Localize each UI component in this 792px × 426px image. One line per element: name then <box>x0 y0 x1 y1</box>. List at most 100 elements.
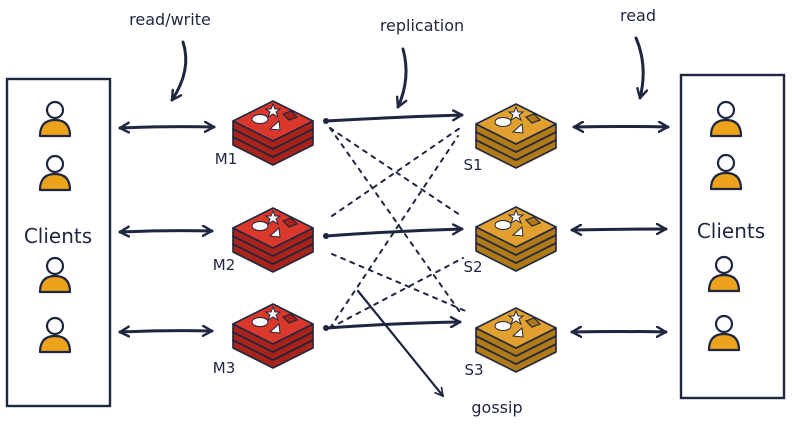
edge-leftclients-m1 <box>118 127 216 128</box>
replica-label-s1: S1 <box>463 156 482 174</box>
person-body-icon <box>707 332 741 352</box>
master-label-m2: M2 <box>213 256 236 274</box>
person-body-icon <box>38 334 72 354</box>
redis-top-face <box>475 307 557 349</box>
redis-star-shape <box>507 105 525 122</box>
edge-s2-rightclients <box>570 229 668 230</box>
redis-ellipse-shape <box>494 117 512 127</box>
replica-label-s3: S3 <box>464 361 483 379</box>
redis-top-face <box>475 206 557 248</box>
person-head-icon <box>45 316 65 336</box>
edge-m2-s3 <box>331 253 469 313</box>
redis-triangle-shape <box>511 326 524 338</box>
redis-ellipse-shape <box>251 114 269 124</box>
left-clients-box <box>5 77 112 408</box>
person-head-icon <box>716 153 736 173</box>
edge-m2-origin-dot <box>323 233 329 239</box>
person-head-icon <box>714 314 734 334</box>
person-body-icon <box>38 274 72 294</box>
redis-triangle-shape <box>268 226 281 238</box>
read-write-label: read/write <box>129 10 211 29</box>
edge-m1-s2 <box>329 127 461 216</box>
left-clients-group: Clients <box>5 77 112 408</box>
edge-m3-s1 <box>329 135 459 329</box>
edge-m2-s1 <box>331 127 461 217</box>
person-head-icon <box>45 154 65 174</box>
edge-m3-s3 <box>324 322 462 330</box>
person-body-icon <box>709 118 743 138</box>
edge-m3-s2 <box>329 257 464 329</box>
edge-m1-origin-dot <box>323 118 329 124</box>
left-client-person-2 <box>38 154 72 192</box>
left-client-person-4 <box>38 316 72 354</box>
client-edges <box>118 127 670 333</box>
edge-leftclients-m2 <box>118 231 214 232</box>
person-body-icon <box>709 171 743 191</box>
redis-top-face <box>232 207 314 249</box>
person-head-icon <box>45 100 65 120</box>
replica-node-s2 <box>475 206 557 272</box>
redis-triangle-shape <box>511 225 524 237</box>
redis-diamond-shape <box>281 313 299 324</box>
master-node-m3 <box>232 303 314 369</box>
redis-triangle-shape <box>511 122 524 134</box>
redis-ellipse-shape <box>251 317 269 327</box>
redis-star-shape <box>507 309 525 326</box>
right-clients-box <box>679 73 786 400</box>
master-label-m1: M1 <box>215 150 238 168</box>
person-body-icon <box>707 273 741 293</box>
edge-s3-rightclients <box>570 332 668 333</box>
edge-s1-rightclients <box>572 127 670 128</box>
redis-ellipse-shape <box>251 221 269 231</box>
read-write-pointer-arrow <box>170 40 188 102</box>
master-node-m1 <box>232 100 314 166</box>
redis-ellipse-shape <box>494 220 512 230</box>
redis-top-face <box>232 303 314 345</box>
right-clients-label: Clients <box>697 219 765 243</box>
replication-label: replication <box>380 16 464 35</box>
master-label-m3: M3 <box>213 359 236 377</box>
redis-triangle-shape <box>268 322 281 334</box>
redis-diamond-shape <box>281 110 299 121</box>
annotation-arrows <box>170 36 643 109</box>
read-pointer-arrow <box>634 36 643 100</box>
redis-diamond-shape <box>524 216 542 227</box>
gossip-label: gossip <box>471 398 522 417</box>
right-client-person-2 <box>709 153 743 191</box>
replica-node-s3 <box>475 307 557 373</box>
person-head-icon <box>716 100 736 120</box>
replica-label-s2: S2 <box>463 258 482 276</box>
redis-ellipse-shape <box>494 321 512 331</box>
redis-diamond-shape <box>281 217 299 228</box>
gossip-arrow <box>356 289 445 398</box>
edge-m2-s2 <box>324 229 464 238</box>
person-body-icon <box>38 172 72 192</box>
edge-leftclients-m3 <box>118 331 214 332</box>
master-node-m2 <box>232 207 314 273</box>
redis-diamond-shape <box>524 317 542 328</box>
left-client-person-1 <box>38 100 72 138</box>
left-clients-label: Clients <box>24 224 92 248</box>
right-clients-group: Clients <box>679 73 786 400</box>
redis-diamond-shape <box>524 113 542 124</box>
replication-pointer-arrow <box>398 47 408 109</box>
read-label: read <box>620 6 656 25</box>
redis-star-shape <box>264 305 282 322</box>
right-client-person-4 <box>707 314 741 352</box>
gossip-dashed-edges <box>329 127 469 329</box>
replica-node-s1 <box>475 103 557 169</box>
replication-edges <box>323 115 464 331</box>
redis-top-face <box>232 100 314 142</box>
right-client-person-1 <box>709 100 743 138</box>
edge-m3-origin-dot <box>323 325 329 331</box>
redis-star-shape <box>264 209 282 226</box>
edge-m1-s3 <box>329 127 463 316</box>
redis-star-shape <box>264 102 282 119</box>
redis-top-face <box>475 103 557 145</box>
redis-star-shape <box>507 208 525 225</box>
person-head-icon <box>45 256 65 276</box>
person-head-icon <box>714 255 734 275</box>
left-client-person-3 <box>38 256 72 294</box>
person-body-icon <box>38 118 72 138</box>
